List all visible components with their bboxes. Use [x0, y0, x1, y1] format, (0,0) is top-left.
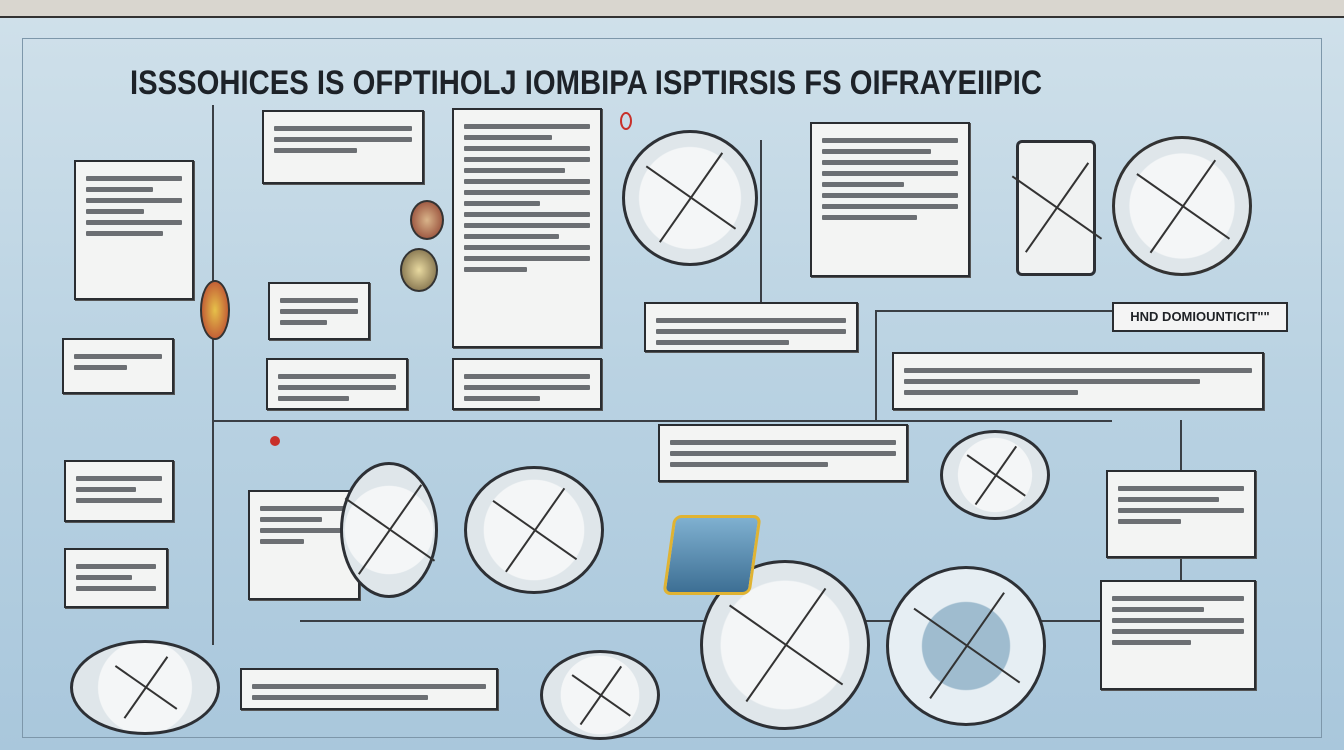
pin-icon — [620, 112, 632, 130]
connector-line — [212, 420, 1112, 422]
component-drawing — [400, 248, 438, 292]
note-box — [1106, 470, 1256, 558]
poster-frame — [22, 38, 1322, 738]
component-drawing — [410, 200, 444, 240]
note-box — [266, 358, 408, 410]
note-box — [452, 358, 602, 410]
connector-line — [760, 140, 762, 310]
connector-line — [875, 310, 1115, 312]
note-box — [892, 352, 1264, 410]
fan-drawing — [340, 462, 438, 598]
note-box — [74, 160, 194, 300]
note-box — [1100, 580, 1256, 690]
bulb-drawing — [200, 280, 230, 340]
connector-line — [875, 310, 877, 420]
fan-drawing — [464, 466, 604, 594]
note-box — [452, 108, 602, 348]
fan-drawing — [540, 650, 660, 740]
fan-drawing — [886, 566, 1046, 726]
note-box — [64, 548, 168, 608]
fan-housing-drawing — [662, 515, 762, 595]
note-box — [64, 460, 174, 522]
connector-line — [212, 105, 214, 645]
note-box — [62, 338, 174, 394]
sketch-panel — [1016, 140, 1096, 276]
poster-title: ISSSOHICES IS OFPTIHOLJ IOMBIPA ISPTIRSI… — [130, 64, 1043, 102]
fan-drawing — [1112, 136, 1252, 276]
pin-icon — [270, 436, 280, 446]
note-box — [644, 302, 858, 352]
fan-drawing — [70, 640, 220, 735]
fan-drawing — [940, 430, 1050, 520]
note-box — [240, 668, 498, 710]
note-box — [658, 424, 908, 482]
note-box — [810, 122, 970, 277]
fan-drawing — [622, 130, 758, 266]
callout-label: HND DOMIOUNTICIT"" — [1112, 302, 1288, 332]
note-box — [262, 110, 424, 184]
note-box — [268, 282, 370, 340]
